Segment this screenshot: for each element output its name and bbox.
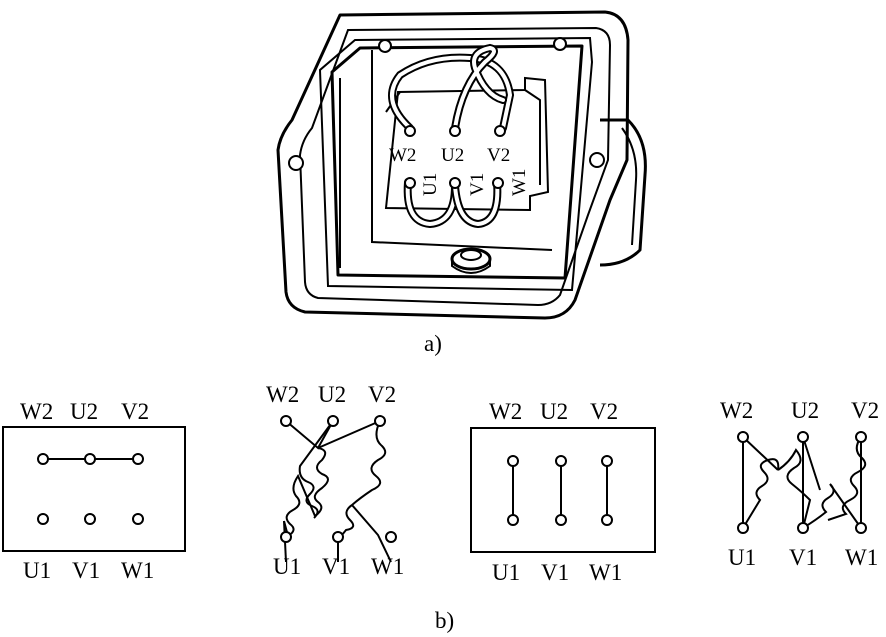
star-box-label-u1: U1 <box>23 558 51 583</box>
delta-box-label-v2: V2 <box>590 399 618 424</box>
star-box-label-w1: W1 <box>121 558 154 583</box>
delta-terminal <box>797 522 809 534</box>
box-flange <box>276 10 630 320</box>
star-box-frame <box>2 426 186 552</box>
delta-coil-4 <box>802 483 862 529</box>
delta-terminal <box>737 522 749 534</box>
delta-terminal <box>737 431 749 443</box>
delta-box-label-u1: U1 <box>492 560 520 585</box>
photo-terminal <box>449 177 461 189</box>
photo-label-w1: W1 <box>509 169 530 196</box>
delta-box-terminal <box>507 514 519 526</box>
star-terminal <box>327 415 339 427</box>
star-label-v2: V2 <box>368 382 396 407</box>
photo-label-v2: V2 <box>487 145 510 166</box>
star-terminal <box>332 531 344 543</box>
mount-hole-top-left <box>378 39 392 53</box>
delta-box-terminal <box>601 514 613 526</box>
delta-box-terminal <box>601 455 613 467</box>
terminal-block <box>384 76 550 212</box>
delta-label-v2: V2 <box>851 398 879 423</box>
star-label-u2: U2 <box>318 382 346 407</box>
caption-b: b) <box>435 608 454 633</box>
delta-box-label-v1: V1 <box>541 560 569 585</box>
star-box-terminal <box>37 513 49 525</box>
box-inner-wall <box>318 36 594 292</box>
photo-terminal <box>449 125 461 137</box>
delta-box-label-w2: W2 <box>489 399 522 424</box>
star-terminal <box>280 531 292 543</box>
terminal-box-illustration: W2 U2 V2 U1 V1 W1 <box>276 10 647 320</box>
star-lead-v1 <box>337 504 355 562</box>
star-schematic: W2 U2 V2 U1 V1 W1 <box>266 382 404 579</box>
mount-hole-right <box>589 152 605 168</box>
photo-terminal <box>494 125 506 137</box>
delta-coil-2 <box>777 448 812 529</box>
delta-box-terminal <box>555 455 567 467</box>
delta-box-label-u2: U2 <box>540 399 568 424</box>
photo-terminal <box>404 177 416 189</box>
star-box-label-u2: U2 <box>70 399 98 424</box>
photo-label-v1: V1 <box>467 173 488 196</box>
photo-label-u2: U2 <box>441 145 464 166</box>
delta-terminal <box>855 522 867 534</box>
star-coil-u <box>313 447 329 517</box>
star-lead-w1 <box>351 504 392 563</box>
mount-hole-left <box>288 155 304 171</box>
delta-terminal <box>855 431 867 443</box>
photo-label-w2: W2 <box>389 145 416 166</box>
delta-terminal <box>797 431 809 443</box>
star-box-terminal <box>84 453 96 465</box>
star-connection-box: W2 U2 V2 U1 V1 W1 <box>2 399 186 583</box>
delta-schematic: W2 U2 V2 U1 V1 W1 <box>720 398 879 570</box>
delta-label-w1: W1 <box>845 545 878 570</box>
delta-coil-1 <box>742 458 780 529</box>
star-terminal <box>280 415 292 427</box>
housing-side <box>599 118 647 267</box>
star-box-terminal <box>84 513 96 525</box>
box-frame <box>298 26 612 307</box>
star-coil-v <box>351 420 387 506</box>
star-box-terminal <box>132 453 144 465</box>
box-cavity <box>330 44 584 280</box>
star-label-w1: W1 <box>371 554 404 579</box>
star-terminal <box>374 415 386 427</box>
star-box-label-v2: V2 <box>121 399 149 424</box>
delta-leads <box>742 436 862 528</box>
star-box-label-w2: W2 <box>20 399 53 424</box>
star-label-v1: V1 <box>322 554 350 579</box>
photo-terminal <box>492 177 504 189</box>
star-box-terminal <box>37 453 49 465</box>
delta-box-label-w1: W1 <box>589 560 622 585</box>
delta-label-w2: W2 <box>720 398 753 423</box>
star-box-terminal <box>132 513 144 525</box>
delta-box-terminal <box>507 455 519 467</box>
star-box-label-v1: V1 <box>72 558 100 583</box>
star-terminal <box>385 531 397 543</box>
photo-terminal <box>404 125 416 137</box>
photo-label-u1: U1 <box>420 173 441 196</box>
star-coil-u2 <box>283 473 316 538</box>
delta-coil-3 <box>827 436 867 521</box>
delta-label-u1: U1 <box>728 545 756 570</box>
delta-connection-box: W2 U2 V2 U1 V1 W1 <box>470 399 656 585</box>
caption-a: a) <box>424 331 442 356</box>
star-label-w2: W2 <box>266 382 299 407</box>
mount-hole-top-right <box>553 37 567 51</box>
delta-label-u2: U2 <box>791 398 819 423</box>
delta-box-frame <box>470 427 656 553</box>
delta-label-v1: V1 <box>789 545 817 570</box>
star-label-u1: U1 <box>273 554 301 579</box>
star-coil-w <box>298 420 334 519</box>
delta-box-terminal <box>555 514 567 526</box>
